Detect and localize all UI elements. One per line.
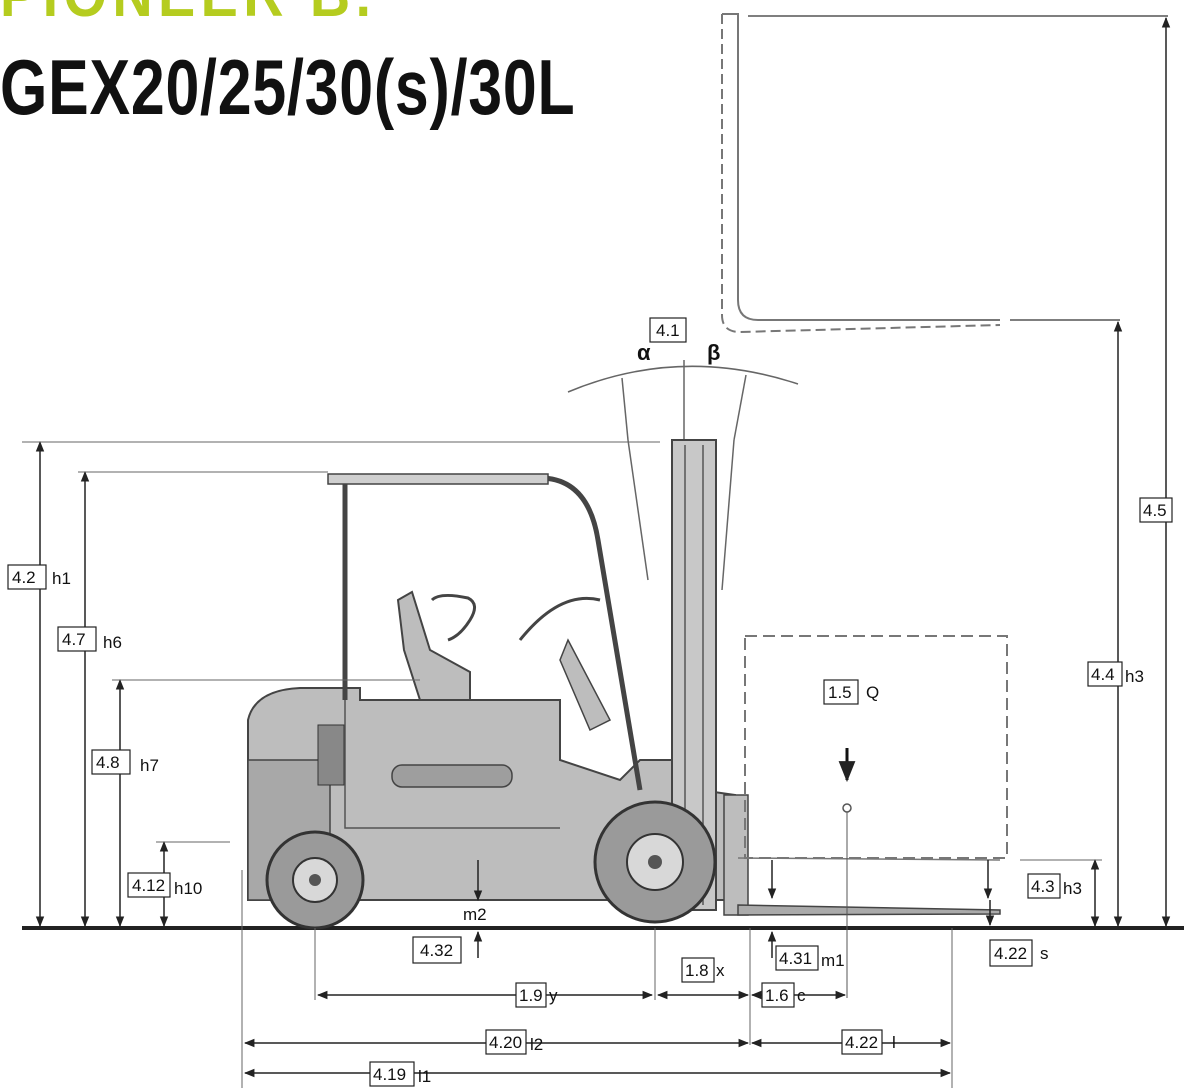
label-l2-code: 4.20 — [489, 1033, 522, 1052]
label-h7-code: 4.8 — [96, 753, 120, 772]
label-h3-free-sym: h3 — [1063, 879, 1082, 898]
raised-load-outline — [721, 13, 1168, 334]
label-c-code: 1.6 — [765, 986, 789, 1005]
label-y-code: 1.9 — [519, 986, 543, 1005]
label-h1-code: 4.2 — [12, 568, 36, 587]
label-l-sym: l — [892, 1033, 896, 1052]
label-tilt-alpha: α — [637, 340, 651, 365]
label-x-sym: x — [716, 961, 725, 980]
label-tilt-beta: β — [707, 340, 720, 365]
label-y-sym: y — [549, 986, 558, 1005]
tilt-arc — [567, 360, 799, 591]
label-m2-sym: m2 — [463, 905, 487, 924]
load-box — [744, 635, 1008, 998]
label-h3-free-code: 4.3 — [1031, 877, 1055, 896]
label-h7-sym: h7 — [140, 756, 159, 775]
label-l-code: 4.22 — [845, 1033, 878, 1052]
forklift-body — [247, 439, 1001, 930]
label-s-code: 4.22 — [994, 944, 1027, 963]
page-title: GEX20/25/30(s)/30L — [0, 43, 576, 131]
label-load-sym: Q — [866, 683, 879, 702]
label-load-code: 1.5 — [828, 683, 852, 702]
label-h10-code: 4.12 — [132, 876, 165, 895]
label-l1-sym: l1 — [418, 1067, 431, 1086]
label-c-sym: c — [797, 986, 806, 1005]
label-m1-sym: m1 — [821, 951, 845, 970]
label-h10-sym: h10 — [174, 879, 202, 898]
label-h6-code: 4.7 — [62, 630, 86, 649]
label-l1-code: 4.19 — [373, 1065, 406, 1084]
label-l2-sym: l2 — [530, 1035, 543, 1054]
brand-logo-text: PIONEER B. — [0, 0, 376, 31]
vertical-dimensions — [22, 16, 1171, 958]
label-h4-code: 4.5 — [1143, 501, 1167, 520]
label-s-sym: s — [1040, 944, 1049, 963]
label-m1-code: 4.31 — [779, 949, 812, 968]
label-h3-top-sym: h3 — [1125, 667, 1144, 686]
label-h1-sym: h1 — [52, 569, 71, 588]
label-boxes — [7, 317, 1173, 1087]
label-m2-code: 4.32 — [420, 941, 453, 960]
label-tilt-code: 4.1 — [656, 321, 680, 340]
label-x-code: 1.8 — [685, 961, 709, 980]
label-h3-top-code: 4.4 — [1091, 665, 1115, 684]
label-h6-sym: h6 — [103, 633, 122, 652]
